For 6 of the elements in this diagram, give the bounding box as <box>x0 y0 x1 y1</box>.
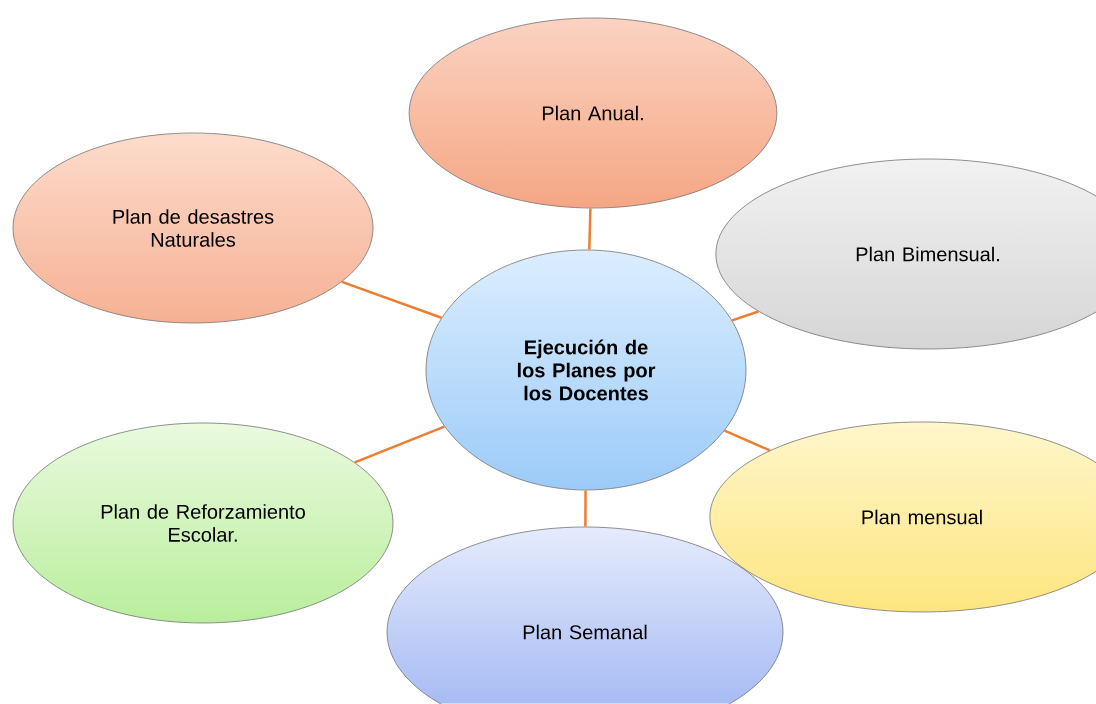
connector-line <box>354 425 445 464</box>
connector-line <box>731 310 759 322</box>
connector-line <box>724 429 771 452</box>
connector-line <box>341 280 442 319</box>
connector-line <box>588 208 592 250</box>
connector-line <box>584 490 587 527</box>
